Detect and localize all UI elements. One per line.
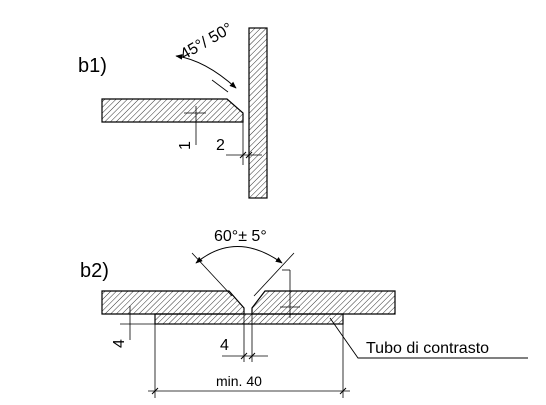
land-dim-label: 1 <box>177 141 194 150</box>
bevel-ext-left <box>191 252 233 297</box>
length-tick-left <box>151 387 159 395</box>
length-dim-label: min. 40 <box>216 373 262 389</box>
branch-plate <box>101 98 244 123</box>
angle-arc-b1 <box>175 54 237 89</box>
gap-tick-right <box>245 151 253 159</box>
wall-plate <box>248 27 268 199</box>
gap-dim-label: 2 <box>216 137 225 154</box>
angle-arc-b2 <box>195 246 283 264</box>
gap-tick-left <box>239 151 247 159</box>
backing-dim-label: 4 <box>111 339 128 348</box>
angle-label-b1: 45°/ 50° <box>178 20 236 63</box>
detail-b2: b2) 60°± 5° 4 4 min. 40 <box>80 228 528 398</box>
left-plate <box>101 290 245 315</box>
bevel-ext-right <box>253 252 295 297</box>
root-tick-right <box>248 352 256 360</box>
callout-label: Tubo di contrasto <box>366 340 489 357</box>
angle-label-b2: 60°± 5° <box>214 228 267 245</box>
length-tick-right <box>339 387 347 395</box>
detail-label-b1: b1) <box>78 55 107 77</box>
detail-b1: b1) 45°/ 50° 1 2 <box>78 20 268 199</box>
root-tick-left <box>240 352 248 360</box>
right-plate <box>251 290 396 315</box>
backing-strip <box>154 313 344 325</box>
root-dim-label: 4 <box>220 337 229 354</box>
callout-leader <box>329 317 528 359</box>
detail-label-b2: b2) <box>80 260 109 282</box>
bevel-extension <box>211 79 229 93</box>
